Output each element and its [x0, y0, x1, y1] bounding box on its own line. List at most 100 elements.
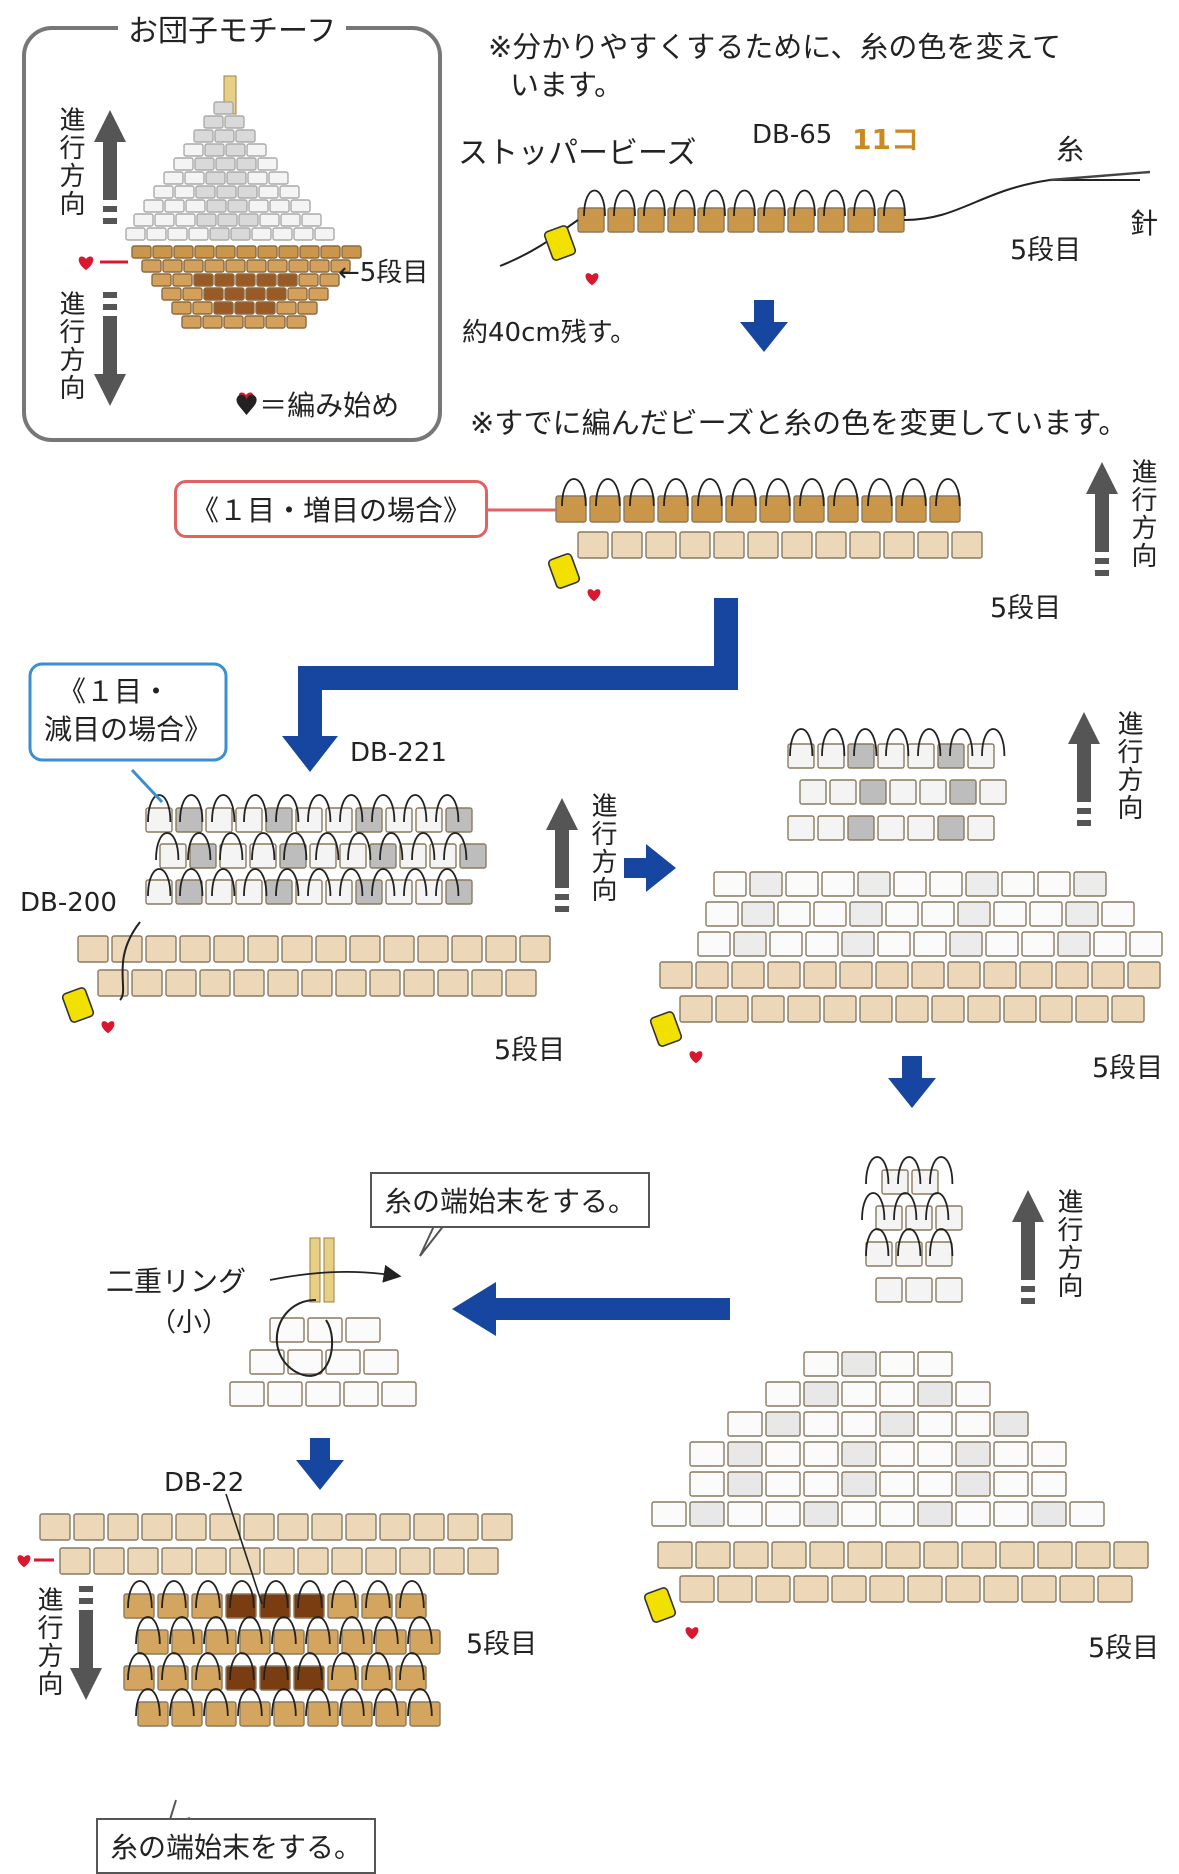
step4-bead-faded	[733, 931, 767, 957]
motif-box-title: お団子モチーフ	[118, 6, 347, 50]
step5-bead-base-top	[695, 1541, 731, 1569]
step4-bead-faded	[697, 931, 731, 957]
motif-bead	[161, 287, 182, 301]
motif-bead	[257, 245, 278, 259]
motif-direction-up-arrow-shaft	[103, 140, 117, 200]
step5-direction-label: 進行方向	[1053, 1188, 1083, 1300]
step7-direction-label: 進行方向	[33, 1586, 63, 1698]
step1-thread-loops	[583, 189, 906, 217]
step5-bead-base-top	[999, 1541, 1035, 1569]
finish-thread-speech-top: 糸の端始末をする。	[370, 1172, 651, 1228]
motif-bead	[319, 273, 340, 287]
step5-bead-faded	[803, 1411, 839, 1437]
step4-bead-faded	[1029, 901, 1063, 927]
step2-bead-bottom	[781, 531, 813, 559]
needle-label: 針	[1130, 207, 1159, 240]
step7-heart-icon	[17, 1555, 31, 1568]
motif-bead	[183, 143, 204, 157]
step5-bead-base-top	[961, 1541, 997, 1569]
step3-bead-base-top	[485, 935, 517, 963]
step1-note-line1: ※分かりやすくするために、糸の色を変えて	[488, 30, 1061, 64]
motif-bead	[202, 315, 223, 329]
double-ring-label-line1: 二重リング	[106, 1265, 247, 1298]
step3-bead-base-bottom	[165, 969, 197, 997]
step5-bead-faded	[993, 1411, 1029, 1437]
step3-bead-grid	[355, 807, 383, 833]
step5-bead-faded	[803, 1471, 839, 1497]
step5-thread-loops-c	[865, 1228, 954, 1257]
step3-bead-base-bottom	[369, 969, 401, 997]
step4-bead-base-top	[983, 961, 1017, 989]
step4-bead-faded	[813, 901, 847, 927]
motif-bead	[290, 199, 311, 213]
step7-bead-grid	[409, 1629, 441, 1655]
step4-bead-faded	[949, 931, 983, 957]
step4-bead-grid	[967, 815, 995, 841]
motif-bead	[205, 171, 226, 185]
motif-bead	[196, 213, 217, 227]
step5-bead-faded	[955, 1411, 991, 1437]
motif-bead	[280, 213, 301, 227]
step7-bead-grid	[171, 1701, 203, 1727]
step3-bead-base-bottom	[199, 969, 231, 997]
step2-heart-icon	[587, 589, 601, 602]
step5-bead-faded	[917, 1351, 953, 1377]
motif-bead	[230, 227, 251, 241]
step3-thread-loops-c	[147, 868, 460, 897]
step5-direction-arrow-shaft	[1021, 1220, 1035, 1280]
motif-bead	[286, 315, 307, 329]
motif-bead	[330, 259, 351, 273]
step4-bead-base-bottom	[751, 995, 785, 1023]
step4-bead-grid	[919, 779, 947, 805]
motif-direction-down-arrow-shaft	[103, 316, 117, 376]
step2-bead-top	[827, 495, 859, 523]
step5-bead-faded	[651, 1501, 687, 1527]
step7-bead-grid	[307, 1629, 339, 1655]
step1-to-step2-arrow	[754, 300, 774, 324]
step4-direction-arrow	[1068, 712, 1100, 744]
speech-tail-top	[419, 1219, 449, 1257]
motif-bead	[204, 259, 225, 273]
step1-bead	[697, 207, 725, 233]
motif-bead	[299, 245, 320, 259]
step7-thread-loops-c	[127, 1652, 425, 1681]
step1-thread-out	[903, 179, 1140, 221]
step1-bead-count: 11コ	[852, 123, 919, 156]
step7-bead-base-bottom	[297, 1547, 329, 1575]
step4-to-step5-arrow	[902, 1056, 922, 1080]
step5-bead-faded	[879, 1381, 915, 1407]
step5-bead-faded	[765, 1501, 801, 1527]
step2-bead-bottom	[679, 531, 711, 559]
motif-bead	[297, 301, 318, 315]
step7-bead-grid	[123, 1665, 155, 1691]
motif-bead	[236, 245, 257, 259]
step5-bead-faded	[955, 1381, 991, 1407]
step7-bead-grid	[273, 1629, 305, 1655]
step4-bead-faded	[877, 931, 911, 957]
motif-bead	[175, 213, 196, 227]
step7-bead-base-top	[481, 1513, 513, 1541]
step3-bead-base-bottom	[505, 969, 537, 997]
step4-bead-base-top	[695, 961, 729, 989]
step7-bead-grid	[157, 1593, 189, 1619]
step3-bead-base-top	[315, 935, 347, 963]
step3-direction-arrow	[546, 798, 578, 830]
motif-bead	[279, 185, 300, 199]
step5-bead-faded	[689, 1441, 725, 1467]
step1-to-step2-arrow-head	[740, 322, 788, 352]
step6-bead-faded	[267, 1381, 303, 1407]
step1-bead	[787, 207, 815, 233]
step5-bead-faded	[1031, 1441, 1067, 1467]
step7-bead-grid	[205, 1701, 237, 1727]
step4-bead-faded	[929, 871, 963, 897]
step5-bead-base-bottom	[907, 1575, 943, 1603]
step4-bead-base-bottom	[931, 995, 965, 1023]
step5-bead-faded	[841, 1381, 877, 1407]
step4-heart-icon	[689, 1051, 703, 1064]
step1-bead	[667, 207, 695, 233]
motif-bead	[320, 245, 341, 259]
step5-bead-faded	[917, 1411, 953, 1437]
step4-bead-base-bottom	[787, 995, 821, 1023]
step7-bead-base-top	[277, 1513, 309, 1541]
step2-bead-top	[759, 495, 791, 523]
